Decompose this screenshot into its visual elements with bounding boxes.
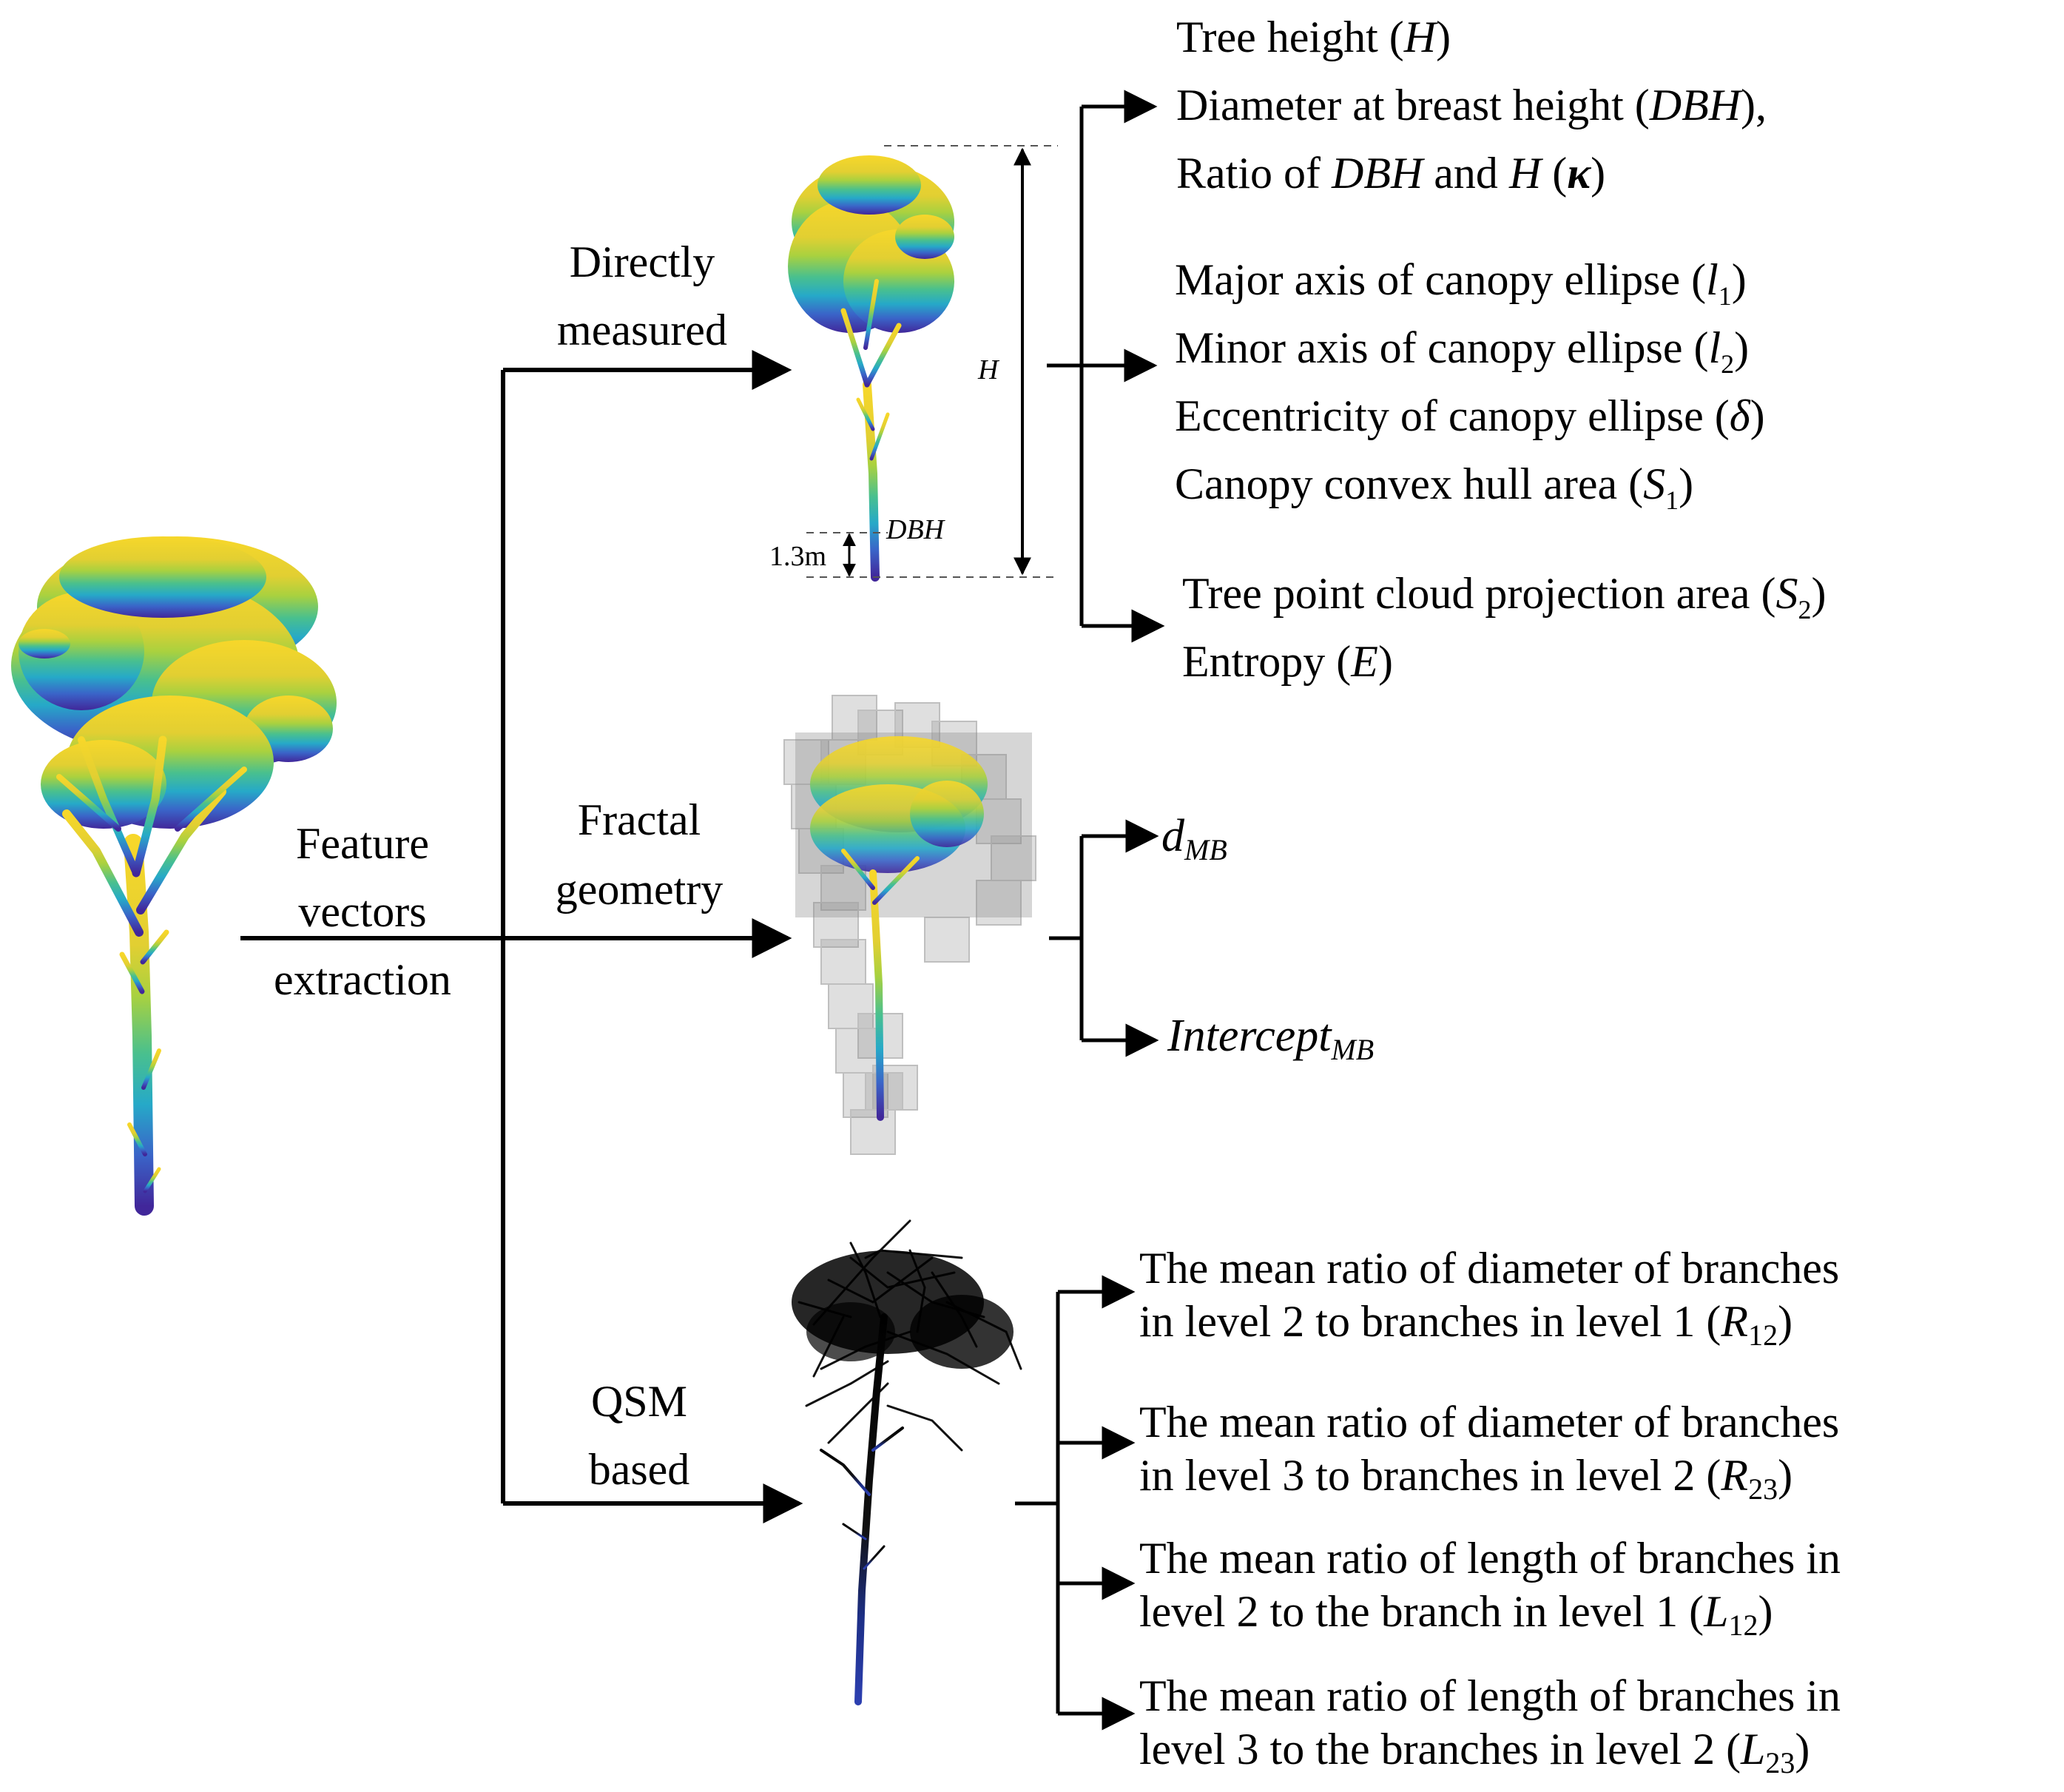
feature-dbh: Diameter at breast height (DBH),: [1176, 81, 1767, 129]
dimension-annotations: H DBH 1.3m: [769, 145, 1058, 578]
feature-l12-line2: level 2 to the branch in level 1 (L12): [1139, 1587, 1773, 1642]
feature-l12-line1: The mean ratio of length of branches in: [1139, 1534, 1841, 1583]
center-label-line1: Feature: [296, 819, 429, 868]
feature-r12-line1: The mean ratio of diameter of branches: [1139, 1244, 1839, 1293]
feature-r12-line2: in level 2 to branches in level 1 (R12): [1139, 1297, 1792, 1352]
feature-r23-line2: in level 3 to branches in level 2 (R23): [1139, 1451, 1792, 1506]
feature-eccentricity: Eccentricity of canopy ellipse (δ): [1175, 391, 1765, 440]
feature-l23-line2: level 3 to the branches in level 2 (L23): [1139, 1725, 1810, 1779]
feature-d-mb: dMB: [1161, 811, 1227, 866]
branch-qsm-line1: QSM: [591, 1377, 687, 1426]
fractal-features: dMB InterceptMB: [1161, 811, 1374, 1066]
qsm-tree-model: [792, 1219, 1022, 1705]
direct-tree-point-cloud: [788, 155, 954, 582]
direct-feature-connectors: [1047, 90, 1165, 643]
dbh-label: DBH: [886, 514, 946, 545]
height-13-label: 1.3m: [769, 541, 826, 572]
height-label: H: [977, 354, 1000, 385]
main-connectors: [240, 350, 803, 1523]
direct-features-group1: Tree height (H) Diameter at breast heigh…: [1176, 13, 1767, 198]
left-tree-point-cloud: [11, 536, 337, 1216]
center-label-line2: vectors: [298, 887, 426, 936]
feature-major-axis: Major axis of canopy ellipse (l1): [1175, 255, 1747, 311]
feature-convex-hull-area: Canopy convex hull area (S1): [1175, 459, 1693, 515]
branch-fractal-line1: Fractal: [578, 795, 701, 844]
branch-direct-line1: Directly: [570, 238, 715, 286]
feature-entropy: Entropy (E): [1182, 637, 1393, 686]
qsm-connectors: [1015, 1275, 1136, 1731]
center-label: Feature vectors extraction: [274, 819, 451, 1004]
branch-fractal-line2: geometry: [556, 865, 724, 914]
direct-features-group3: Tree point cloud projection area (S2) En…: [1182, 569, 1827, 686]
feature-r23-line1: The mean ratio of diameter of branches: [1139, 1398, 1839, 1446]
feature-minor-axis: Minor axis of canopy ellipse (l2): [1175, 323, 1749, 379]
qsm-features: The mean ratio of diameter of branches i…: [1139, 1244, 1841, 1779]
feature-ratio-dbh-h: Ratio of DBH and H (κ): [1176, 149, 1605, 198]
feature-projection-area: Tree point cloud projection area (S2): [1182, 569, 1827, 624]
fractal-connectors: [1049, 819, 1159, 1057]
feature-intercept-mb: InterceptMB: [1167, 1011, 1374, 1066]
branch-labels: Directly measured Fractal geometry QSM b…: [556, 238, 727, 1494]
direct-features-group2: Major axis of canopy ellipse (l1) Minor …: [1175, 255, 1765, 515]
branch-direct-line2: measured: [557, 306, 727, 354]
branch-qsm-line2: based: [589, 1445, 690, 1494]
feature-l23-line1: The mean ratio of length of branches in: [1139, 1671, 1841, 1720]
center-label-line3: extraction: [274, 955, 451, 1004]
feature-tree-height: Tree height (H): [1176, 13, 1451, 61]
fractal-voxel-tree: [783, 695, 1036, 1155]
